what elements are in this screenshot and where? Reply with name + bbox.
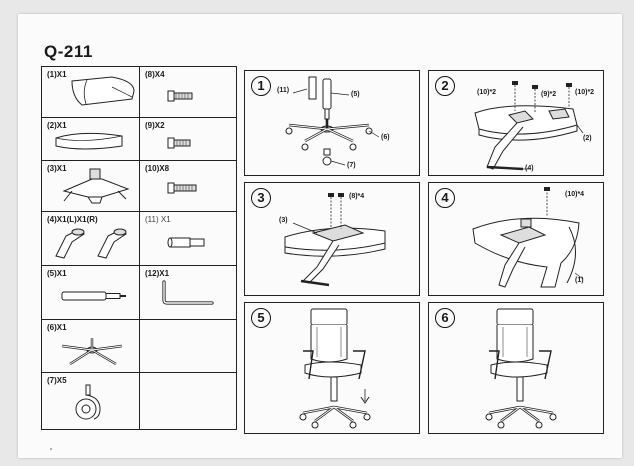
model-title: Q-211 (44, 42, 93, 61)
step-number: 6 (435, 308, 455, 328)
callout-label: (7) (347, 162, 356, 169)
gas-lift-icon (61, 291, 126, 301)
caster-icon (75, 384, 101, 420)
step-5-panel: 5 (244, 302, 420, 434)
step-4-diagram (472, 187, 584, 288)
table-divider (42, 117, 236, 118)
step-4-panel: 4 (10)*4 (1) (428, 182, 604, 296)
step-2-diagram (474, 81, 584, 171)
empty-cell (140, 320, 236, 372)
callout-label: (3) (279, 217, 288, 224)
part-cell-3: (3)X1 (42, 161, 139, 211)
scan-speck (50, 448, 52, 450)
part-cell-9: (9)X2 (140, 118, 236, 160)
bolt-icon (167, 182, 197, 194)
step-number: 3 (251, 188, 271, 208)
step-3-diagram (284, 193, 386, 287)
callout-label: (2) (583, 135, 592, 142)
step-1-panel: 1 (11) (5) (6) (7) (244, 70, 420, 176)
allen-key-icon (162, 280, 214, 305)
star-base-icon (61, 338, 123, 366)
step-number: 5 (251, 308, 271, 328)
callout-label: (6) (381, 134, 390, 141)
callout-label: (1) (575, 277, 584, 284)
step-number: 1 (251, 76, 271, 96)
part-cell-12: (12)X1 (140, 266, 236, 319)
bolt-icon (167, 137, 191, 149)
part-cell-6: (6)X1 (42, 320, 139, 372)
step-6-panel: 6 (428, 302, 604, 434)
part-cell-5: (5)X1 (42, 266, 139, 319)
table-divider (42, 265, 236, 266)
step-3-panel: 3 (8)*4 (3) (244, 182, 420, 296)
step-1-diagram (285, 76, 380, 166)
part-cell-11: (11) X1 (140, 212, 236, 265)
table-divider (42, 319, 236, 320)
table-divider (42, 211, 236, 212)
step-number: 2 (435, 76, 455, 96)
step-number: 4 (435, 188, 455, 208)
part-cell-8: (8)X4 (140, 67, 236, 117)
table-divider (42, 372, 236, 373)
callout-label: (10)*2 (477, 89, 497, 96)
step-5-chair-diagram (299, 308, 371, 429)
seat-cushion-icon (55, 132, 123, 150)
callout-label: (10)*2 (575, 89, 595, 96)
part-cell-1: (1)X1 (42, 67, 139, 117)
part-cell-10: (10)X8 (140, 161, 236, 211)
callout-label: (10)*4 (565, 191, 585, 198)
part-cell-4: (4)X1(L)X1(R) (42, 212, 139, 265)
part-cell-2: (2)X1 (42, 118, 139, 160)
callout-label: (5) (351, 91, 360, 98)
armrest-icon (55, 228, 127, 259)
empty-cell (140, 373, 236, 429)
part-cell-7: (7)X5 (42, 373, 139, 429)
callout-label: (11) (277, 87, 290, 94)
gas-cover-icon (167, 237, 205, 248)
table-divider (139, 67, 140, 429)
parts-table: (1)X1 (8)X4 (2)X1 (9)X2 (3)X1 (41, 66, 237, 430)
callout-label: (9)*2 (541, 91, 557, 98)
callout-label: (8)*4 (349, 193, 365, 200)
table-divider (42, 160, 236, 161)
step-6-chair-diagram (485, 308, 557, 429)
seat-back-icon (71, 76, 135, 106)
bolt-icon (167, 90, 193, 102)
step-2-panel: 2 (10)*2 (9)*2 (10)*2 (2) (4) (428, 70, 604, 176)
callout-label: (4) (525, 165, 534, 172)
tilt-mechanism-icon (62, 168, 130, 204)
